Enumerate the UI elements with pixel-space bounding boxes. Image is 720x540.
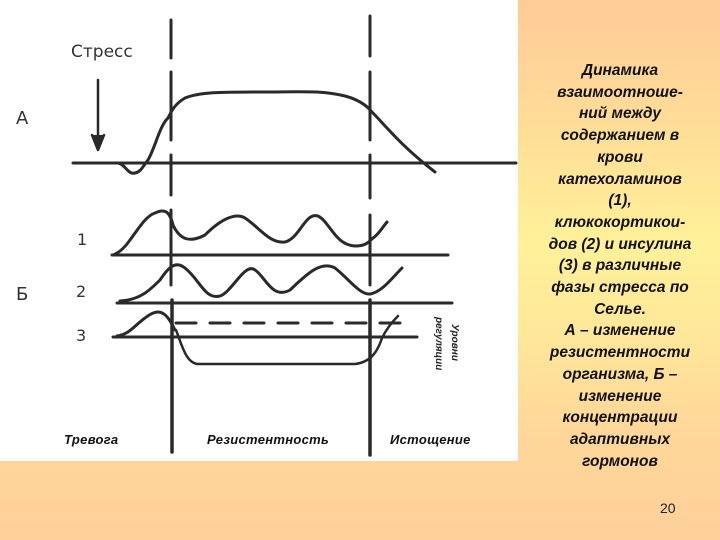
caption-line: катехоламинов: [558, 170, 682, 188]
section-a-label: А: [16, 108, 29, 129]
caption-line: организма, Б –: [562, 365, 678, 383]
curve-1-label: 1: [77, 230, 88, 249]
caption-line: А – изменение: [564, 322, 676, 340]
curve-2-glucocorticoids: [118, 263, 404, 303]
diagram-graphics: [71, 14, 518, 457]
caption-line: клюкокортикои-: [554, 213, 686, 231]
caption-line: содержанием в: [560, 127, 680, 145]
phase-resistance: Резистентность: [207, 432, 330, 447]
caption-line: адаптивных: [569, 430, 671, 448]
page-number: 20: [660, 500, 676, 516]
regulation-label-line1: Уровни: [449, 324, 460, 361]
caption-line: дов (2) и инсулина: [548, 235, 692, 253]
caption-line: Селье.: [594, 300, 646, 318]
phase-exhaustion: Истощение: [390, 432, 471, 447]
caption-line: фазы стресса по: [551, 279, 689, 297]
caption-line: концентрации: [562, 409, 678, 427]
caption-line: изменение: [578, 387, 662, 405]
caption-line: (1),: [608, 192, 632, 210]
caption-line: резистентности: [549, 344, 691, 362]
curve-3-insulin-rise: [115, 310, 177, 338]
resistance-curve: [116, 90, 437, 175]
caption-line: взаимоотноше-: [557, 83, 683, 101]
curve-2-label: 2: [76, 282, 87, 301]
caption-line: ний между: [578, 105, 662, 123]
caption-line: крови: [597, 148, 643, 166]
stress-label: Стресс: [71, 42, 133, 62]
regulation-label-line2: регуляции: [433, 317, 444, 371]
section-b-label: Б: [16, 284, 29, 305]
curve-1-catecholamines: [113, 209, 389, 256]
caption-line: гормонов: [582, 452, 658, 470]
caption-line: Динамика: [581, 62, 659, 79]
phase-alarm: Тревога: [64, 432, 119, 447]
stress-phases-diagram: Стресс А Б 1 2 3 Уровни регуляции Тревог…: [16, 14, 518, 457]
curve-3-label: 3: [76, 326, 87, 345]
caption-line: (3) в различные: [558, 257, 682, 275]
slide-caption: Динамика взаимоотноше- ний между содержа…: [520, 60, 720, 472]
curve-3-insulin: [174, 314, 400, 366]
